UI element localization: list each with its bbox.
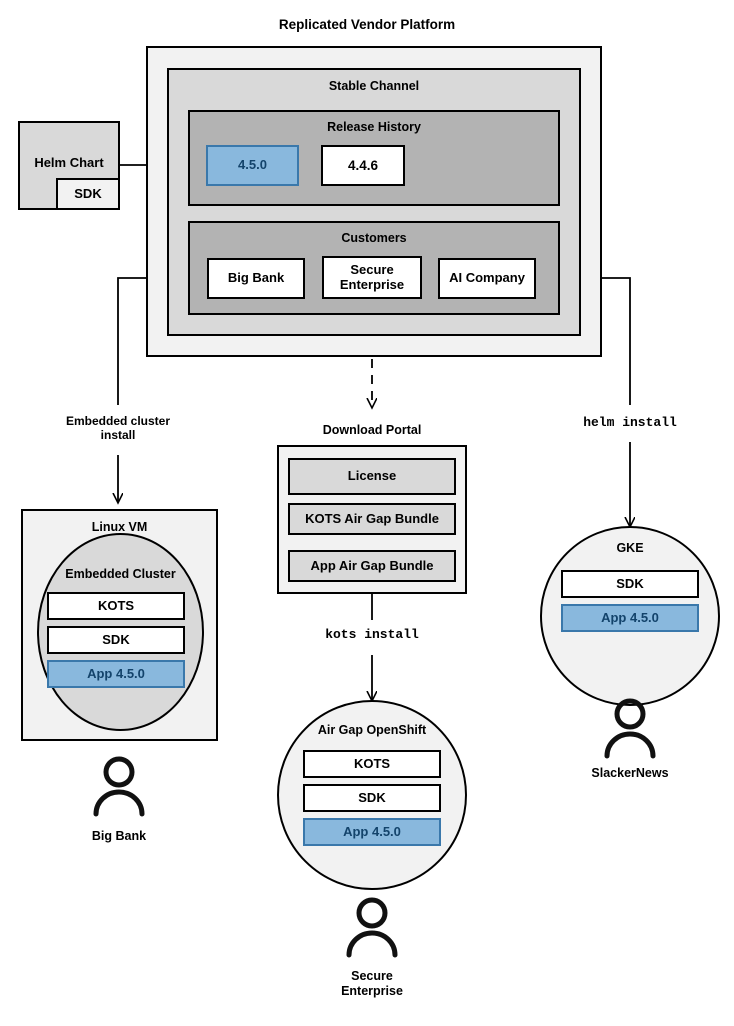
linux-vm-component-app[interactable]: App 4.5.0	[47, 660, 185, 688]
stable-channel-label: Stable Channel	[328, 79, 420, 93]
air-gap-openshift-label: Air Gap OpenShift	[317, 723, 427, 737]
edge-label-embedded-cluster-install: Embedded cluster install	[65, 414, 171, 443]
download-portal-artifact-app-airgap[interactable]: App Air Gap Bundle	[288, 550, 456, 582]
page-title: Replicated Vendor Platform	[278, 17, 456, 32]
edge-label-helm-install: helm install	[583, 415, 677, 430]
actor-big-bank-icon	[93, 756, 145, 817]
customer-ai-company[interactable]: AI Company	[438, 258, 536, 299]
actor-slackernews-label: SlackerNews	[591, 766, 669, 780]
download-portal-artifact-kots-airgap[interactable]: KOTS Air Gap Bundle	[288, 503, 456, 535]
release-chip-4-5-0[interactable]: 4.5.0	[206, 145, 299, 186]
linux-vm-label: Linux VM	[91, 520, 148, 534]
actor-secure-enterprise-icon	[346, 897, 398, 958]
helm-chart-sdk-box[interactable]: SDK	[56, 178, 120, 210]
actor-slackernews-icon	[604, 698, 656, 759]
openshift-component-kots[interactable]: KOTS	[303, 750, 441, 778]
gke-component-sdk[interactable]: SDK	[561, 570, 699, 598]
customer-secure-enterprise[interactable]: Secure Enterprise	[322, 256, 422, 299]
customer-big-bank[interactable]: Big Bank	[207, 258, 305, 299]
openshift-component-sdk[interactable]: SDK	[303, 784, 441, 812]
release-history-label: Release History	[327, 120, 421, 134]
gke-label: GKE	[616, 541, 644, 555]
download-portal-label: Download Portal	[322, 423, 422, 437]
edge-label-kots-install: kots install	[325, 627, 419, 642]
linux-vm-component-sdk[interactable]: SDK	[47, 626, 185, 654]
openshift-component-app[interactable]: App 4.5.0	[303, 818, 441, 846]
actor-big-bank-label: Big Bank	[91, 829, 147, 843]
release-chip-4-4-6[interactable]: 4.4.6	[321, 145, 405, 186]
customers-label: Customers	[341, 231, 407, 245]
embedded-cluster-label: Embedded Cluster	[65, 567, 176, 581]
actor-secure-enterprise-label: Secure Enterprise	[341, 969, 403, 998]
gke-component-app[interactable]: App 4.5.0	[561, 604, 699, 632]
download-portal-artifact-license[interactable]: License	[288, 458, 456, 495]
linux-vm-component-kots[interactable]: KOTS	[47, 592, 185, 620]
